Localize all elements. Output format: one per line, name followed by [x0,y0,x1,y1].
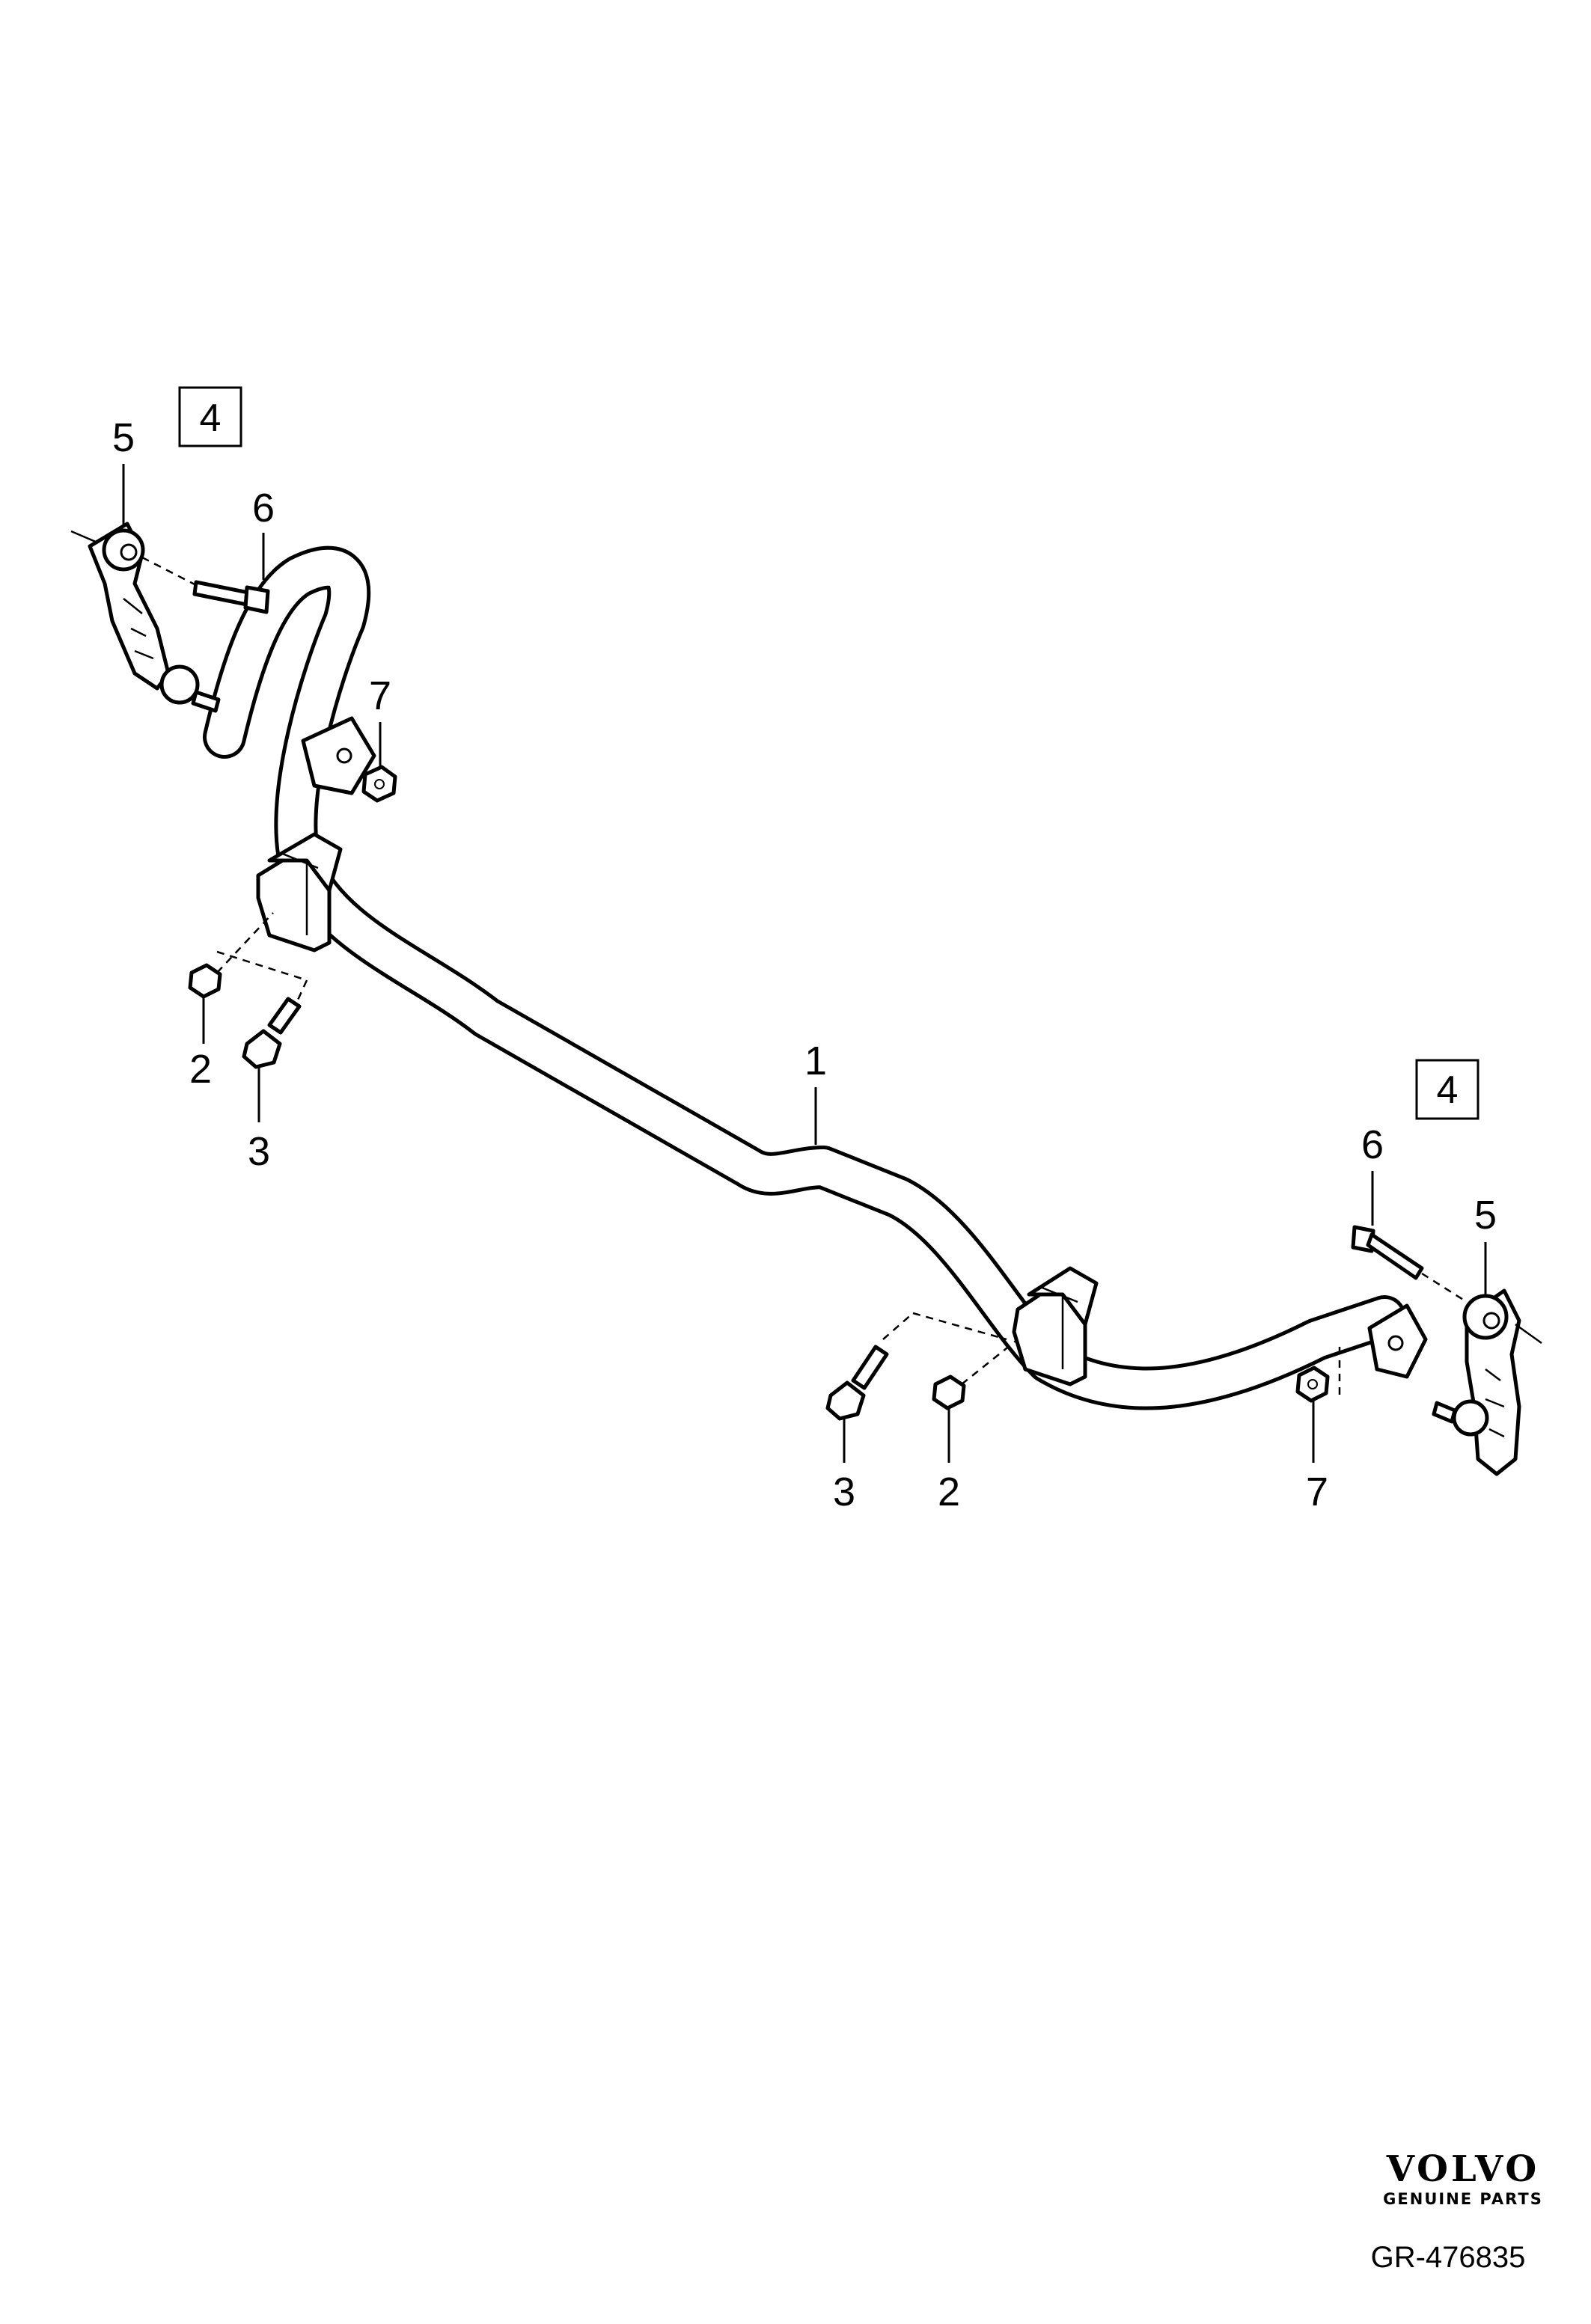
callout-3-right: 3 [833,1470,855,1514]
callout-5-left: 5 [112,415,135,460]
stabilizer-bar-right-end-hole [1387,1335,1404,1351]
callout-4-left-box [178,386,242,447]
callout-6-left: 6 [252,486,275,530]
left-link-rod [70,522,221,713]
genuine-parts-text: GENUINE PARTS [1383,2190,1543,2208]
reference-code: GR-476835 [1371,2241,1526,2274]
callout-1: 1 [804,1039,827,1083]
callout-4-left: 4 [200,397,222,440]
callout-5-right: 5 [1474,1193,1497,1238]
leader-lines [122,464,1487,1463]
volvo-logo-text: VOLVO [1386,2148,1539,2190]
right-clamp-nut [932,1339,1019,1410]
left-clamp-bolt [242,997,302,1069]
volvo-genuine-parts-logo: VOLVO GENUINE PARTS [1383,2148,1543,2208]
callout-3-left: 3 [248,1129,270,1174]
right-bushing-bracket [1012,1266,1099,1386]
left-clamp-nut [188,912,308,1022]
right-link-nut [1295,1347,1341,1403]
stabilizer-bar-inner [207,549,1402,1407]
callout-6-right: 6 [1361,1122,1384,1167]
callout-4-right-box [1415,1059,1479,1120]
callout-2-left: 2 [189,1047,212,1092]
left-bushing-bracket [256,832,343,952]
right-clamp-bolt [825,1312,1007,1421]
callout-4-right: 4 [1437,1068,1459,1112]
callout-7-right: 7 [1306,1470,1328,1514]
right-link-rod [1432,1288,1542,1476]
stabilizer-bar-left-end-hole [336,747,352,764]
left-link-bolt [141,556,270,614]
right-link-bolt [1351,1225,1468,1303]
callout-2-right: 2 [938,1470,960,1514]
left-link-nut [361,765,397,803]
stabilizer-bar [203,545,1428,1410]
callout-7-left: 7 [369,673,391,718]
